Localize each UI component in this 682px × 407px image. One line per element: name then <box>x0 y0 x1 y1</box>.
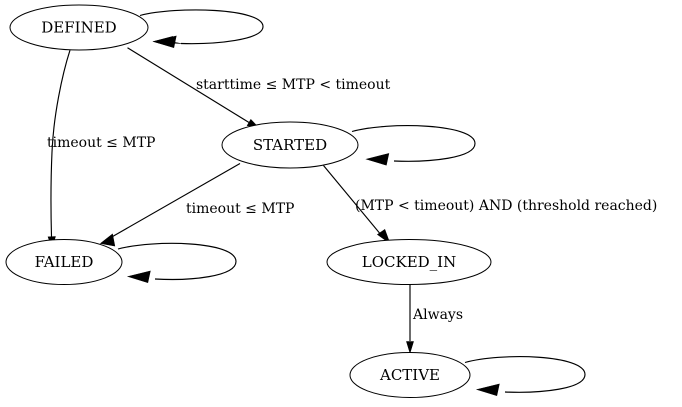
node-failed-label: FAILED <box>35 253 94 271</box>
edge-started-to-failed-label: timeout ≤ MTP <box>186 201 294 217</box>
node-started-ellipse <box>221 121 359 169</box>
node-started[interactable]: STARTED <box>221 121 359 169</box>
node-locked-in-ellipse <box>326 239 492 285</box>
node-locked-in[interactable]: LOCKED_IN <box>326 239 492 285</box>
node-active-ellipse <box>349 352 471 398</box>
edge-locked-in-to-active[interactable]: Always <box>406 284 464 355</box>
edge-active-self-loop-arrowhead <box>475 383 500 396</box>
node-failed[interactable]: FAILED <box>5 239 123 285</box>
edge-failed-self-loop[interactable] <box>117 242 237 283</box>
node-failed-ellipse <box>5 239 123 285</box>
edge-started-to-failed[interactable]: timeout ≤ MTP <box>99 163 295 247</box>
edge-started-to-failed-arrowhead <box>99 233 116 247</box>
edge-defined-to-started-path <box>127 47 250 123</box>
edge-started-to-locked-in-path <box>323 165 383 237</box>
edge-started-self-loop-arrowhead <box>365 153 390 166</box>
edge-locked-in-to-active-label: Always <box>412 307 463 323</box>
edge-defined-to-started-label: starttime ≤ MTP < timeout <box>196 77 391 93</box>
node-defined-ellipse <box>9 4 149 51</box>
edge-active-self-loop-path <box>464 356 586 393</box>
edge-failed-self-loop-path <box>117 242 237 280</box>
edge-failed-self-loop-arrowhead <box>126 270 151 283</box>
node-locked-in-label: LOCKED_IN <box>362 253 456 271</box>
node-started-label: STARTED <box>253 136 327 154</box>
node-defined-label: DEFINED <box>41 19 116 37</box>
edge-started-self-loop[interactable] <box>351 125 476 166</box>
edge-defined-self-loop[interactable] <box>139 9 264 48</box>
edge-active-self-loop[interactable] <box>464 356 586 396</box>
edge-defined-self-loop-arrowhead-solid <box>152 35 177 48</box>
node-active[interactable]: ACTIVE <box>349 352 471 398</box>
edge-defined-to-failed-label: timeout ≤ MTP <box>47 135 155 151</box>
edge-started-self-loop-path <box>351 125 476 162</box>
edge-started-to-locked-in-label: (MTP < timeout) AND (threshold reached) <box>355 198 657 214</box>
edge-defined-to-failed-path <box>50 50 71 237</box>
edge-defined-self-loop-path <box>139 9 264 45</box>
node-active-label: ACTIVE <box>379 366 440 384</box>
edge-started-to-failed-path <box>109 163 241 239</box>
edge-locked-in-to-active-arrowhead <box>406 341 414 355</box>
node-defined[interactable]: DEFINED <box>9 4 149 51</box>
